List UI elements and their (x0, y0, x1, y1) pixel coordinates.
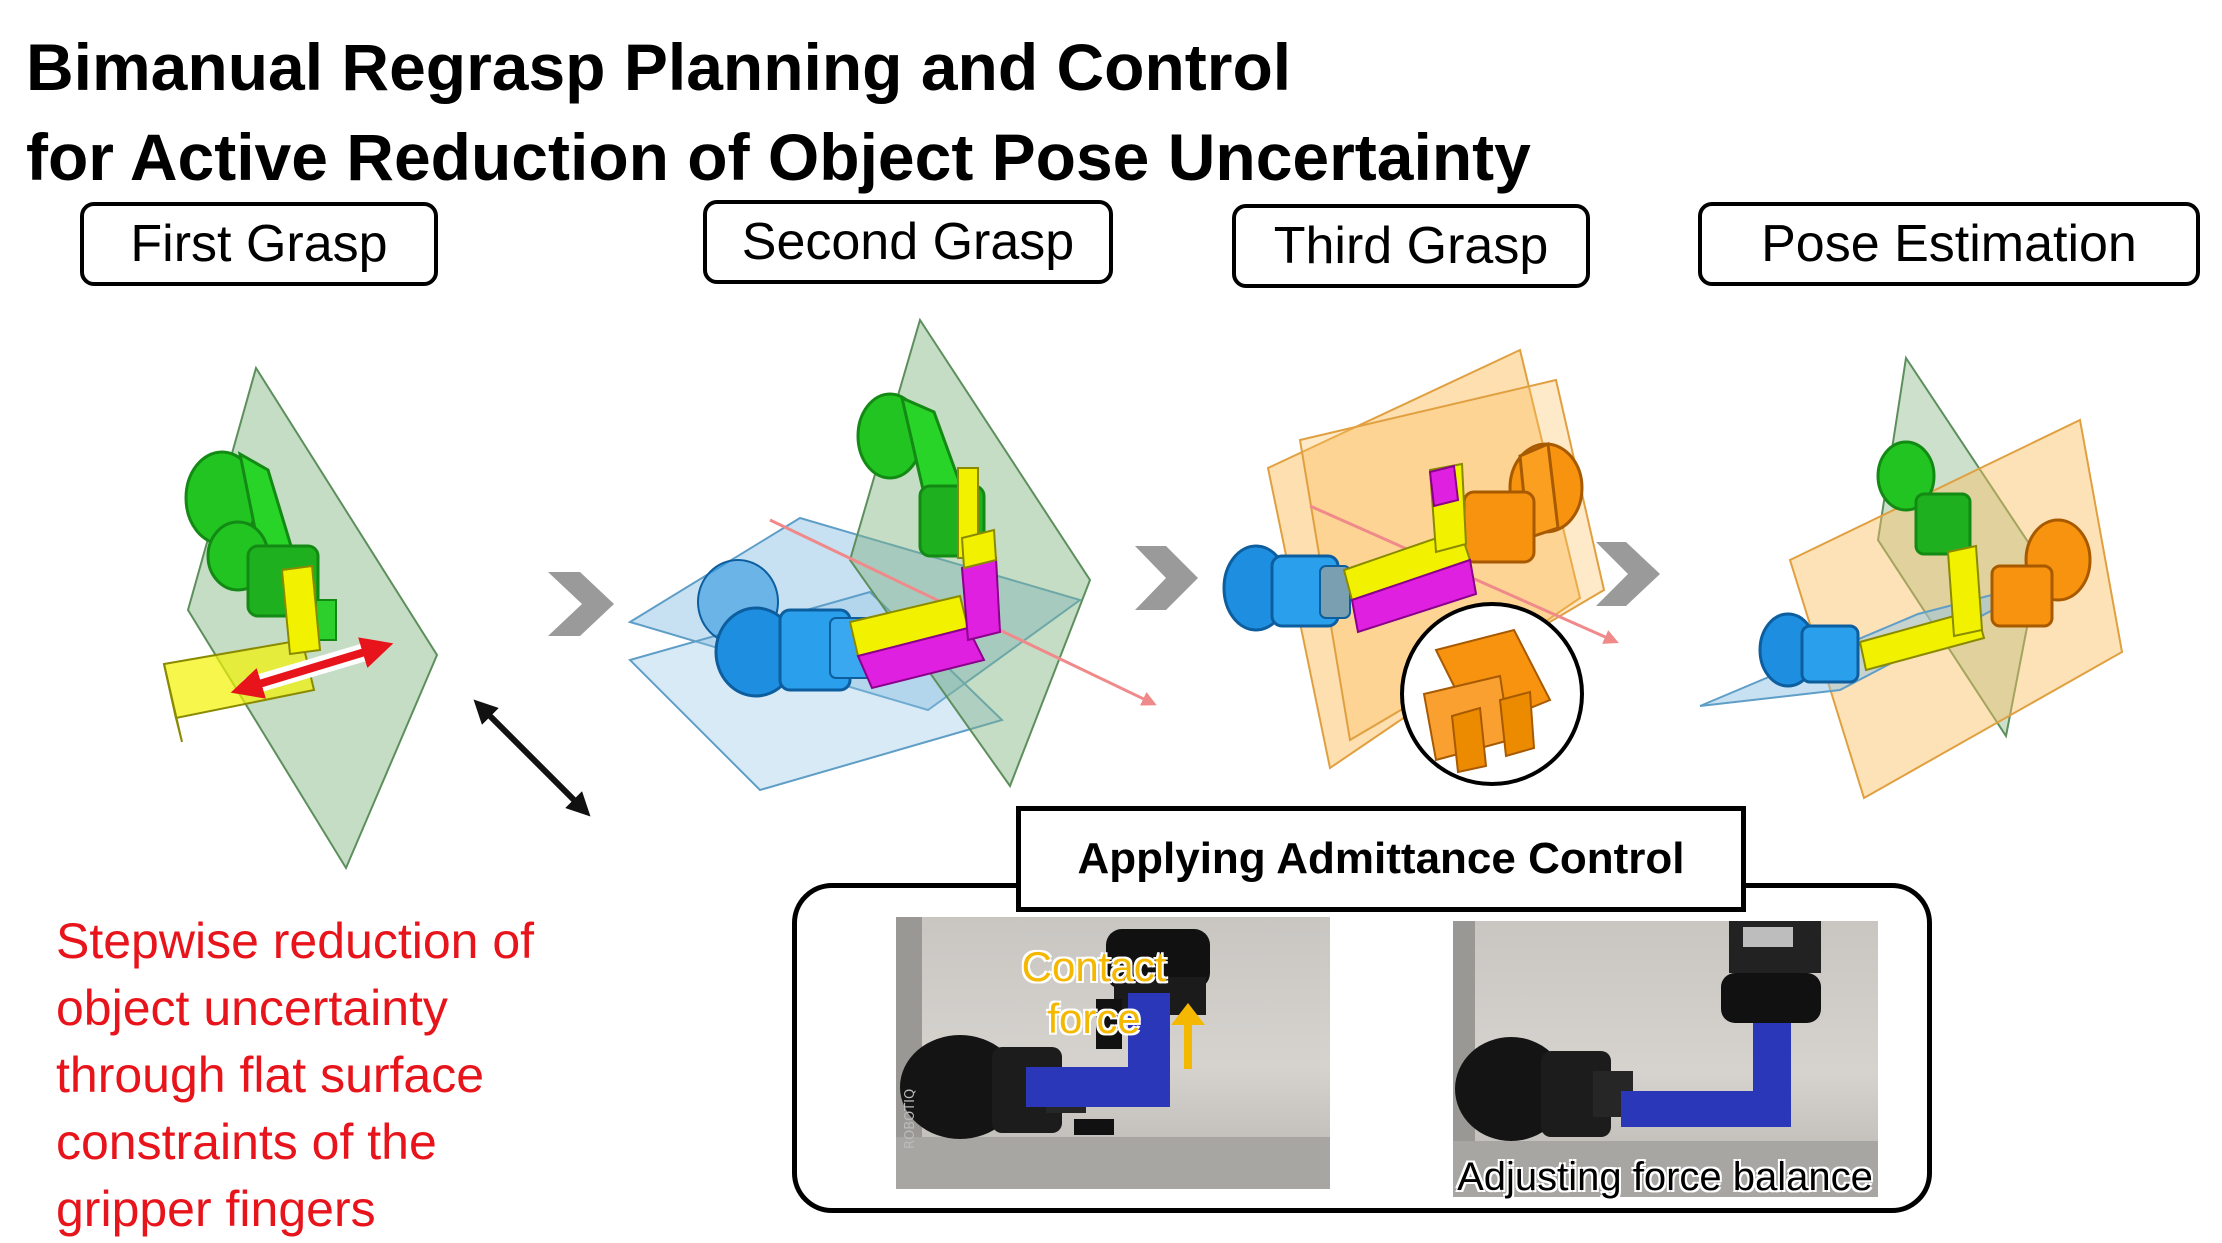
robotiq-brand: ROBOTIQ (903, 1089, 918, 1149)
note-line: object uncertainty (56, 980, 448, 1036)
stage-2-illustration (627, 317, 1157, 792)
blue-gripper (697, 559, 873, 698)
chevron-icon-3 (1596, 542, 1660, 606)
green-gripper (1876, 440, 1972, 556)
note-line: gripper fingers (56, 1181, 376, 1237)
stage-1-illustration (162, 365, 439, 871)
robotiq-gripper-left (1455, 1037, 1567, 1141)
note-line: Stepwise reduction of (56, 913, 535, 969)
uncertainty-note: Stepwise reduction of object uncertainty… (56, 908, 676, 1243)
stage-label-pose-estimation: Pose Estimation (1698, 202, 2200, 286)
stage-label-second-grasp: Second Grasp (703, 200, 1113, 284)
note-line: through flat surface (56, 1047, 485, 1103)
contact-line-2: force (1047, 995, 1141, 1042)
contact-force-label: Contact force (1004, 941, 1184, 1045)
blue-gripper (1758, 612, 1860, 688)
chevron-icon-1 (548, 572, 614, 636)
blue-object (1026, 993, 1170, 1107)
frame-rail (1453, 921, 1475, 1197)
chevron-icon-2 (1135, 546, 1198, 610)
blue-gripper (1222, 544, 1351, 632)
page-title: Bimanual Regrasp Planning and Control fo… (26, 22, 1531, 202)
stage-label-third-grasp: Third Grasp (1232, 204, 1590, 288)
note-line: constraints of the (56, 1114, 437, 1170)
contact-line-1: Contact (1021, 943, 1167, 990)
robotiq-gripper-left (900, 1035, 1020, 1139)
yellow-object (1858, 544, 1986, 672)
title-line-2: for Active Reduction of Object Pose Unce… (26, 120, 1531, 194)
title-line-1: Bimanual Regrasp Planning and Control (26, 30, 1292, 104)
robotiq-gripper-top (1106, 929, 1210, 989)
transition-double-arrow (473, 699, 591, 817)
photo-force-balance (1453, 921, 1878, 1197)
yellow-magenta-object (1342, 462, 1478, 634)
zoom-inset (1400, 602, 1584, 786)
yellow-magenta-object (848, 528, 1002, 690)
table-surface (896, 1137, 1330, 1189)
stage-4-illustration (1699, 355, 2124, 800)
contact-force-arrow (1171, 1003, 1205, 1069)
orange-gripper (1990, 518, 2092, 628)
admittance-title: Applying Admittance Control (1016, 806, 1746, 912)
force-balance-caption: Adjusting force balance (1457, 1155, 1873, 1199)
stage-3-illustration (1222, 348, 1619, 786)
stage-label-first-grasp: First Grasp (80, 202, 438, 286)
orange-gripper (1462, 441, 1584, 564)
photo-contact-force: ROBOTIQ (896, 917, 1330, 1189)
table-surface (1453, 1141, 1878, 1197)
blue-object (1621, 1023, 1791, 1127)
